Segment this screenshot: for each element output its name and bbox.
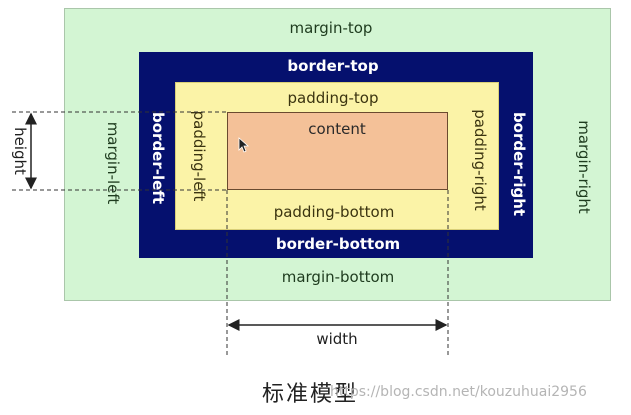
margin-bottom-label: margin-bottom: [281, 268, 395, 286]
watermark: https://blog.csdn.net/kouzuhuai2956: [330, 384, 587, 400]
padding-bottom-label: padding-bottom: [273, 203, 395, 221]
diagram-caption: 标准模型: [261, 382, 359, 407]
border-bottom-label: border-bottom: [275, 235, 401, 253]
height-label: height: [11, 127, 29, 175]
margin-top-label: margin-top: [289, 19, 373, 37]
content-label: content: [308, 120, 366, 138]
border-top-label: border-top: [287, 57, 379, 75]
padding-top-label: padding-top: [287, 89, 379, 107]
content-area: [227, 112, 448, 190]
mouse-pointer-icon: [238, 137, 250, 153]
width-label: width: [316, 330, 358, 348]
